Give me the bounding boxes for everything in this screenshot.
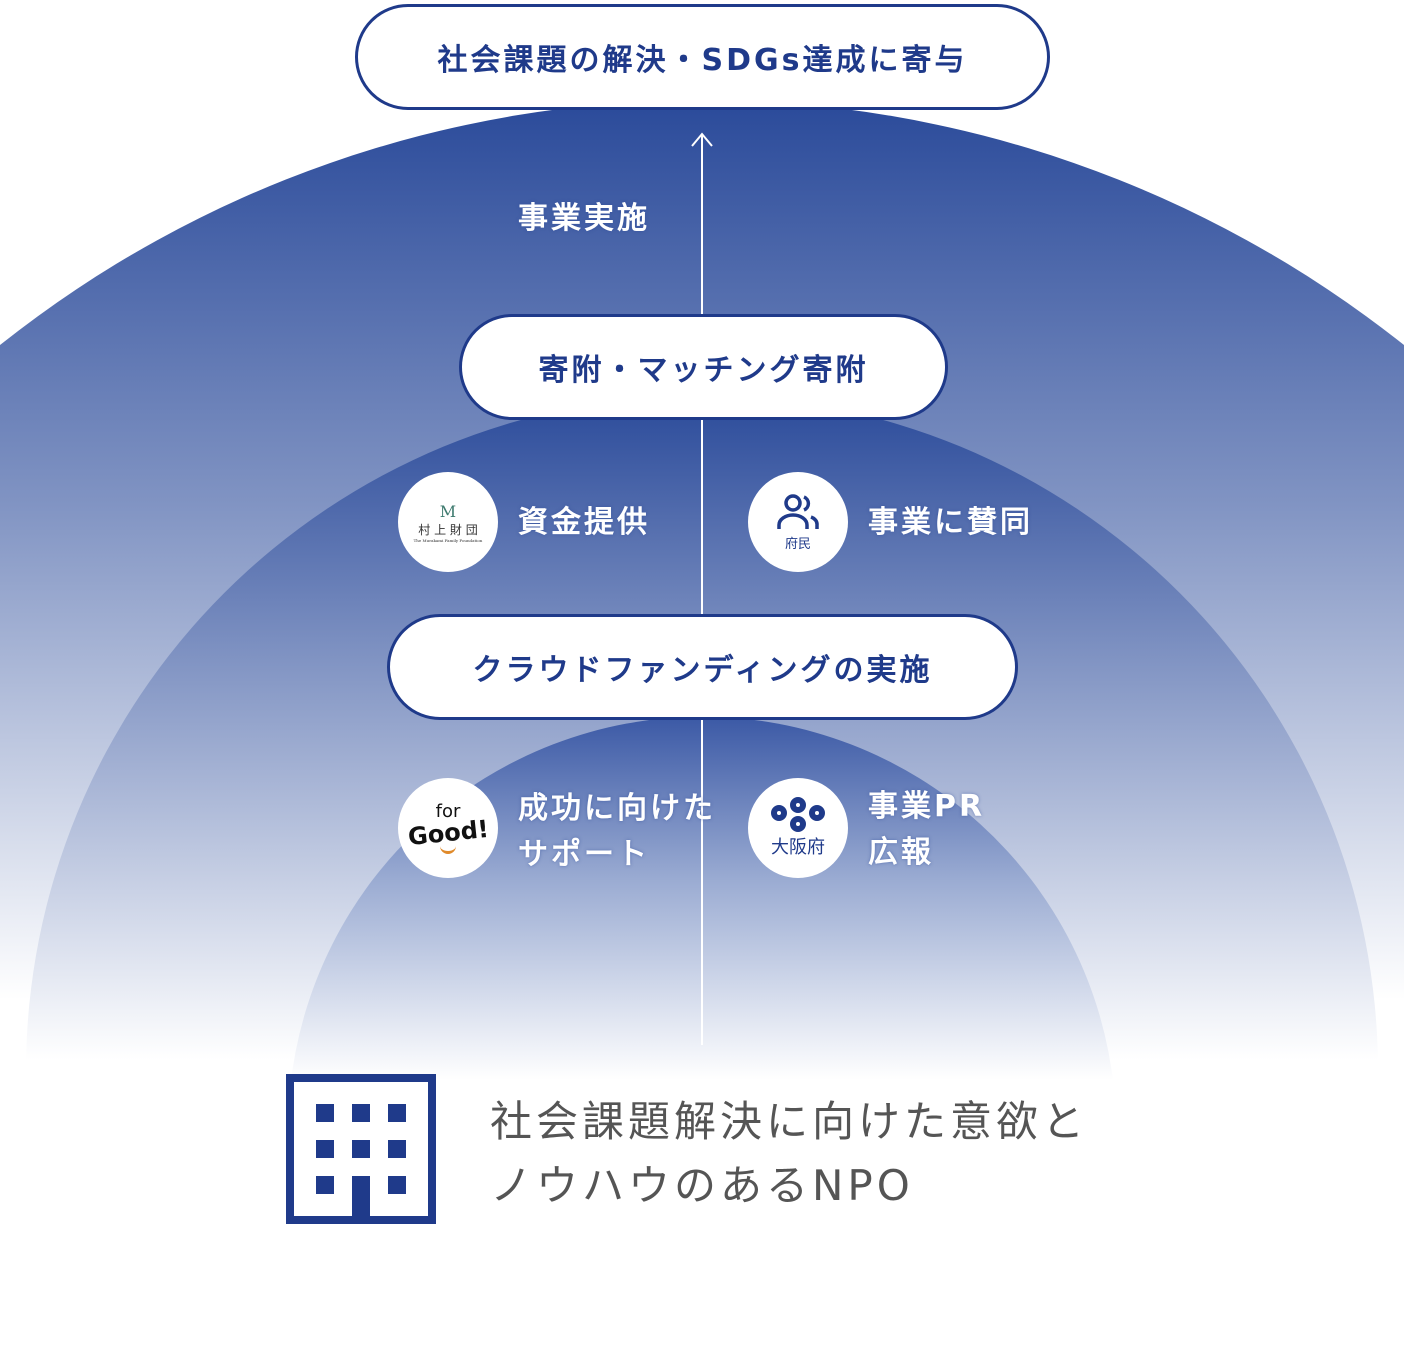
logo-for: for xyxy=(435,800,461,822)
top-goal-pill: 社会課題の解決・SDGs達成に寄与 xyxy=(355,4,1050,110)
osaka-text: 大阪府 xyxy=(771,837,825,858)
smile-icon xyxy=(440,845,456,854)
building-icon xyxy=(286,1074,436,1224)
arrow-label: 事業実施 xyxy=(518,201,650,236)
arrow-head-icon xyxy=(691,132,713,147)
logo-subtext: The Murakami Family Foundation xyxy=(413,537,483,543)
pr-label-line2: 広報 xyxy=(868,835,934,870)
donation-pill: 寄附・マッチング寄附 xyxy=(459,314,948,420)
people-icon xyxy=(777,493,819,529)
crowdfunding-pill: クラウドファンディングの実施 xyxy=(387,614,1018,720)
npo-description: 社会課題解決に向けた意欲と ノウハウのあるNPO xyxy=(490,1090,1088,1218)
support-label: 成功に向けた サポート xyxy=(518,786,716,878)
citizens-text: 府民 xyxy=(784,536,811,552)
logo-good: Good! xyxy=(406,814,490,851)
endorse-label: 事業に賛同 xyxy=(868,505,1033,540)
osaka-emblem-icon xyxy=(771,797,825,832)
funding-label: 資金提供 xyxy=(518,505,650,540)
osaka-prefecture-logo: 大阪府 xyxy=(748,778,848,878)
forgood-logo: for Good! xyxy=(398,778,498,878)
pr-label: 事業PR 広報 xyxy=(868,784,985,876)
citizens-circle: 府民 xyxy=(748,472,848,572)
npo-line1: 社会課題解決に向けた意欲と xyxy=(490,1097,1089,1146)
support-label-line1: 成功に向けた xyxy=(518,791,716,826)
murakami-foundation-logo: M 村 上 財 団 The Murakami Family Foundation xyxy=(398,472,498,572)
support-label-line2: サポート xyxy=(518,837,650,872)
logo-mark: M xyxy=(439,501,457,521)
logo-text: 村 上 財 団 xyxy=(418,522,478,537)
npo-line2: ノウハウのあるNPO xyxy=(490,1161,914,1210)
pr-label-line1: 事業PR xyxy=(868,789,986,824)
